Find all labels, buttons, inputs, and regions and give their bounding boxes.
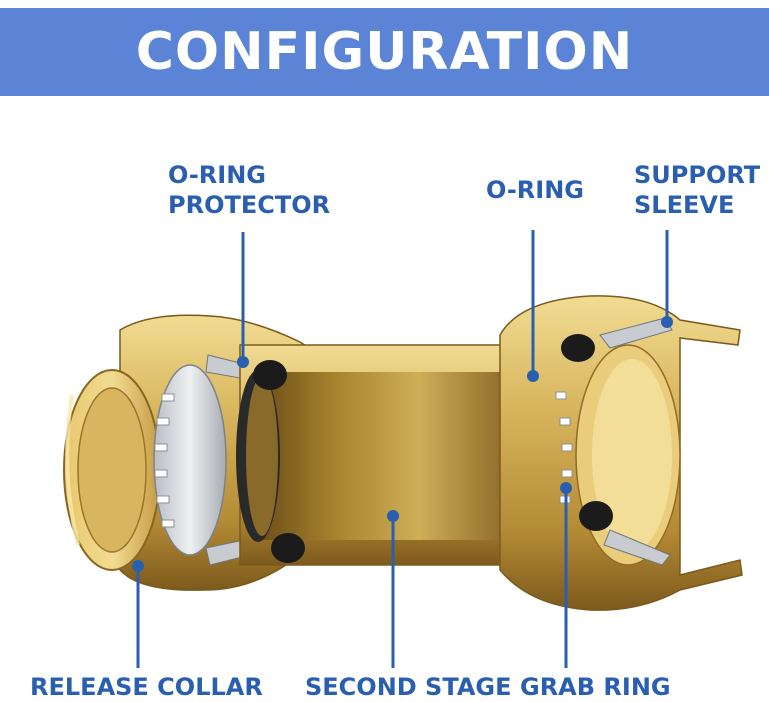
second-stage-dot (387, 510, 399, 522)
label-support-sleeve: SUPPORT SLEEVE (634, 160, 760, 220)
label-release-collar: RELEASE COLLAR (30, 672, 263, 702)
label-support-sleeve-line2: SLEEVE (634, 190, 760, 220)
label-second-stage: SECOND STAGE (305, 672, 512, 702)
oring-dot (527, 370, 539, 382)
label-oring-protector-line1: O-RING (168, 160, 330, 190)
label-oring-protector: O-RING PROTECTOR (168, 160, 330, 220)
support-sleeve-dot (661, 316, 673, 328)
right-fitting-end (500, 296, 742, 610)
oring-protector-dot (237, 356, 249, 368)
label-oring: O-RING (486, 175, 584, 205)
label-grab-ring: GRAB RING (520, 672, 671, 702)
label-support-sleeve-line1: SUPPORT (634, 160, 760, 190)
release-collar-dot (132, 560, 144, 572)
grab-ring-dot (560, 482, 572, 494)
label-oring-protector-line2: PROTECTOR (168, 190, 330, 220)
